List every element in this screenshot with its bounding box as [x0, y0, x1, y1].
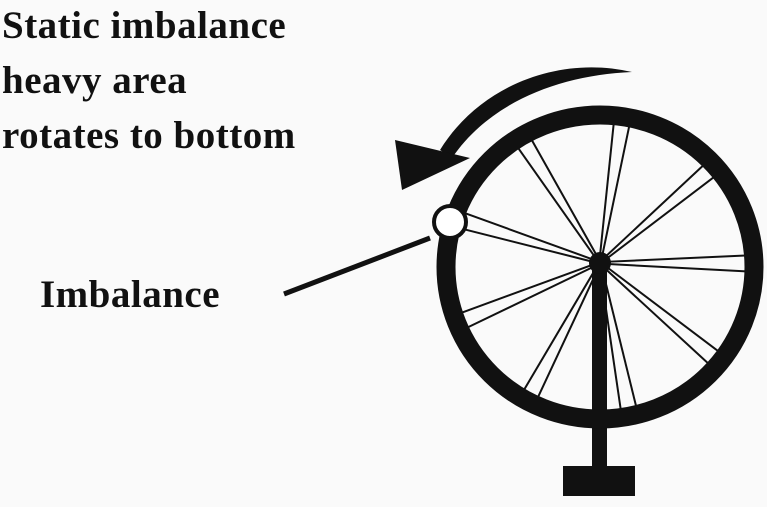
- wheel-spokes: [459, 121, 746, 412]
- rotation-arrow-shaft: [440, 67, 632, 158]
- caption-line-3: rotates to bottom: [2, 114, 296, 157]
- wheel-spoke: [464, 212, 596, 262]
- diagram-caption: Static imbalance heavy area rotates to b…: [2, 0, 296, 163]
- imbalance-weight: [432, 204, 468, 240]
- wheel-spoke: [603, 163, 705, 260]
- rotation-arrow-head: [395, 140, 470, 190]
- wheel-spoke: [461, 263, 595, 314]
- stand-post: [592, 262, 607, 470]
- wheel-spoke: [598, 121, 615, 258]
- imbalance-label: Imbalance: [40, 273, 220, 316]
- wheel-spoke: [604, 265, 720, 353]
- stand-base: [563, 466, 635, 496]
- wheel-hub: [589, 252, 611, 274]
- wheel-spoke: [601, 268, 638, 409]
- wheel-rim: [436, 105, 764, 429]
- wheel-spoke: [605, 262, 746, 273]
- wheel-spoke: [536, 268, 599, 400]
- wheel-spoke: [516, 146, 597, 260]
- wheel-spoke: [529, 137, 599, 258]
- wheel-spoke: [604, 175, 716, 261]
- wheel-spoke: [522, 267, 598, 392]
- wheel-spoke: [459, 227, 595, 264]
- wheel-spoke: [466, 265, 596, 329]
- wheel-spoke: [605, 254, 746, 263]
- imbalance-leader-line: [283, 235, 431, 297]
- caption-line-1: Static imbalance: [2, 4, 287, 47]
- wheel-spoke: [599, 268, 623, 412]
- wheel-spoke: [600, 123, 631, 258]
- caption-line-2: heavy area: [2, 59, 188, 102]
- wheel-spoke: [603, 266, 710, 365]
